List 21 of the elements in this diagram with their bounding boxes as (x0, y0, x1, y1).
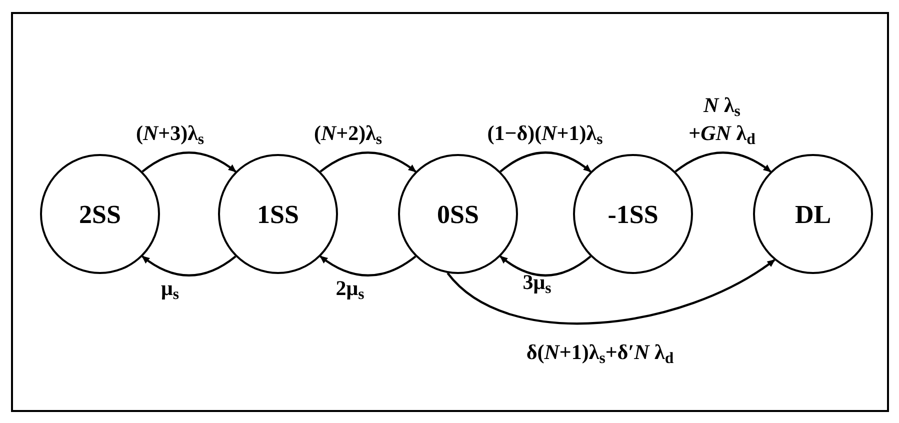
state-label: 1SS (257, 198, 299, 230)
edge-label: N λ$_{s}$ +GN λ$_{d}$ (688, 92, 756, 148)
edge-label: 2μ$_{s}$ (334, 275, 366, 302)
arrow (446, 259, 776, 324)
state-label: 0SS (437, 198, 479, 230)
arrow (674, 151, 772, 172)
arrow (320, 256, 416, 277)
arrow (142, 256, 236, 276)
state-label: 2SS (79, 198, 121, 230)
edge-label: (N+2)λ$_{s}$ (312, 120, 384, 148)
edge-label: δ(N+1)λ$_{s}$+δ′N λ$_{d}$ (525, 339, 675, 366)
edge-label: (N+3)λ$_{s}$ (134, 120, 206, 148)
arrow (500, 256, 592, 276)
edge-label: 3μ$_{s}$ (522, 269, 552, 296)
arrow (142, 152, 236, 172)
arrow (320, 151, 416, 172)
edge-label: μ$_{s}$ (160, 275, 180, 302)
state-label: DL (794, 198, 832, 230)
edge-label: (1−δ)(N+1)λ$_{s}$ (486, 120, 604, 148)
arrow (500, 152, 592, 172)
state-label: -1SS (608, 198, 658, 230)
